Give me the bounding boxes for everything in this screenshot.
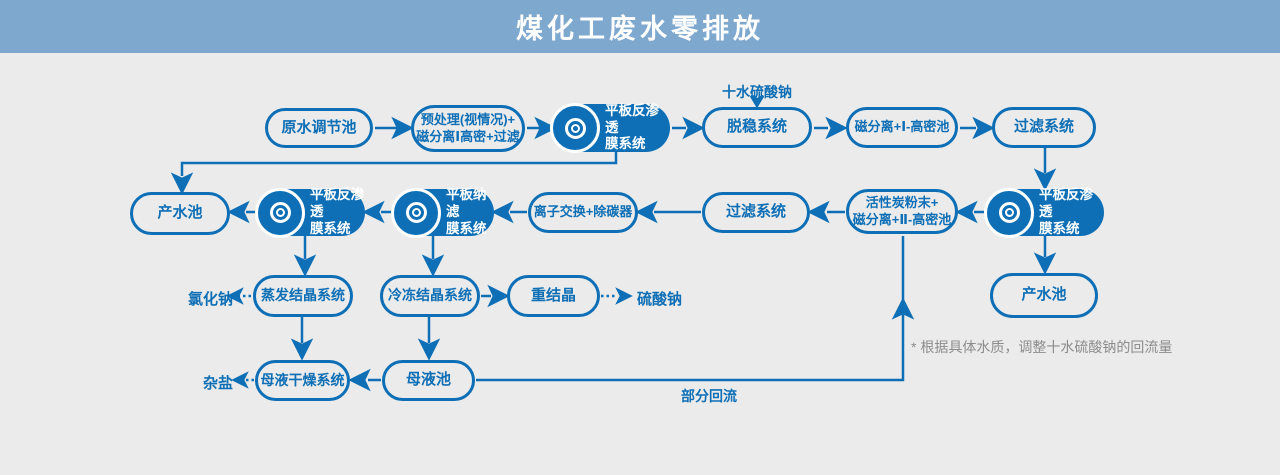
node-mother-liquor-pool-label: 母液池 <box>405 371 451 389</box>
node-product-pool-left-label: 产水池 <box>157 204 203 222</box>
label-partial-reflux: 部分回流 <box>681 388 737 404</box>
node-activated-carbon-line1: 活性炭粉末+ <box>865 195 939 211</box>
label-sodium-sulfate: 硫酸钠 <box>637 291 683 308</box>
connector-ro2-to-evaporation <box>293 236 317 277</box>
node-ro2-line2: 膜系统 <box>310 220 351 236</box>
membrane-disc-icon <box>984 187 1034 238</box>
node-evaporation-label: 蒸发结晶系统 <box>261 287 345 304</box>
node-recrystallization-label: 重结晶 <box>530 286 576 304</box>
node-flat-ro-membrane-1: 平板反渗透 膜系统 <box>550 102 670 153</box>
node-filtration-system-top: 过滤系统 <box>992 107 1096 148</box>
connector-freezing-to-mother-pool <box>417 317 441 361</box>
node-ro3-line2: 膜系统 <box>1039 220 1080 236</box>
page-title: 煤化工废水零排放 <box>516 14 764 44</box>
node-flat-nf-membrane: 平板纳滤 膜系统 <box>391 187 494 238</box>
membrane-disc-icon <box>255 187 305 238</box>
node-pretreatment-line1: 预处理(视情况)+ <box>420 112 516 128</box>
node-mag-separation-1-pool: 磁分离+Ⅰ-高密池 <box>846 107 958 148</box>
node-flat-ro-membrane-2: 平板反渗透 膜系统 <box>255 187 365 238</box>
node-mag-separation-1-label: 磁分离+Ⅰ-高密池 <box>854 119 950 135</box>
label-mixed-salt: 杂盐 <box>203 375 234 392</box>
node-freezing-crystallization: 冷冻结晶系统 <box>380 275 480 317</box>
membrane-disc-icon <box>391 187 441 238</box>
connector-ro3-to-product-pool-right <box>1033 236 1057 275</box>
connector-nf-to-freezing <box>421 236 445 277</box>
node-product-water-pool-right: 产水池 <box>990 273 1098 318</box>
node-ro2-line1: 平板反渗透 <box>310 187 364 220</box>
connector-ro3-to-carbon <box>955 200 984 224</box>
connector-ro2-to-product-pool-left <box>227 200 256 224</box>
connector-mother-pool-to-dryer <box>348 368 381 392</box>
connector-nf-to-ro2 <box>362 200 392 224</box>
node-ro3-line1: 平板反渗透 <box>1039 187 1093 220</box>
node-ro1-line2: 膜系统 <box>605 136 646 152</box>
connector-ion-exchange-to-nf <box>491 200 527 224</box>
node-ion-exchange-label: 离子交换+除碳器 <box>533 204 633 220</box>
connector-dryer-to-mixed-salt-dotted <box>231 371 254 389</box>
note-water-quality: * 根据具体水质，调整十水硫酸钠的回流量 <box>911 339 1173 355</box>
connector-magsep1-to-filter1 <box>960 116 995 140</box>
node-filtration-system-mid: 过滤系统 <box>702 192 810 233</box>
node-raw-water-pool-label: 原水调节池 <box>281 118 357 136</box>
connector-filter2-to-ion-exchange <box>635 200 701 224</box>
connector-ro1-to-destabilization <box>672 116 705 140</box>
membrane-disc-icon <box>550 103 600 153</box>
node-mother-liquor-drying: 母液干燥系统 <box>255 360 350 401</box>
connector-ro1-to-product-pool-left <box>170 152 618 195</box>
node-filtration-top-label: 过滤系统 <box>1013 118 1074 136</box>
label-sodium-chloride: 氯化钠 <box>188 291 234 308</box>
label-sodium-sulfate-decahydrate: 十水硫酸钠 <box>722 84 792 100</box>
connector-raw-to-pretreatment <box>375 116 414 140</box>
connector-destabilization-to-magsep1 <box>814 116 848 140</box>
node-evaporation-crystallization: 蒸发结晶系统 <box>253 275 353 317</box>
connector-evaporation-to-dryer <box>290 317 314 361</box>
node-raw-water-pool: 原水调节池 <box>265 108 373 148</box>
node-product-pool-right-label: 产水池 <box>1021 286 1067 304</box>
node-destabilization-label: 脱稳系统 <box>726 118 787 136</box>
node-mother-liquor-drying-label: 母液干燥系统 <box>260 371 345 388</box>
node-filtration-mid-label: 过滤系统 <box>725 203 786 221</box>
node-destabilization-system: 脱稳系统 <box>702 107 812 148</box>
node-ion-exchange-decarbonizer: 离子交换+除碳器 <box>528 192 638 233</box>
node-pretreatment: 预处理(视情况)+ 磁分离Ⅰ高密+过滤 <box>411 105 525 152</box>
node-pretreatment-line2: 磁分离Ⅰ高密+过滤 <box>416 128 520 144</box>
connector-filter1-to-ro3 <box>1033 148 1057 191</box>
header-bar: 煤化工废水零排放 <box>0 0 1280 53</box>
connector-recrystallization-to-na2so4-dotted <box>601 287 633 305</box>
node-ro1-line1: 平板反渗透 <box>605 102 659 135</box>
node-activated-carbon-magsep2-pool: 活性炭粉末+ 磁分离+Ⅱ-高密池 <box>846 189 958 234</box>
node-flat-ro-membrane-3: 平板反渗透 膜系统 <box>984 187 1104 238</box>
node-recrystallization: 重结晶 <box>507 275 600 317</box>
connector-freezing-to-recrystallization <box>481 284 510 308</box>
node-mother-liquor-pool: 母液池 <box>382 360 475 401</box>
node-activated-carbon-line2: 磁分离+Ⅱ-高密池 <box>852 211 952 227</box>
connector-carbon-to-filter2 <box>807 200 845 224</box>
node-nf-line2: 膜系统 <box>446 220 487 236</box>
node-freezing-label: 冷冻结晶系统 <box>388 287 472 304</box>
node-nf-line1: 平板纳滤 <box>446 187 487 220</box>
node-product-water-pool-left: 产水池 <box>130 192 230 235</box>
